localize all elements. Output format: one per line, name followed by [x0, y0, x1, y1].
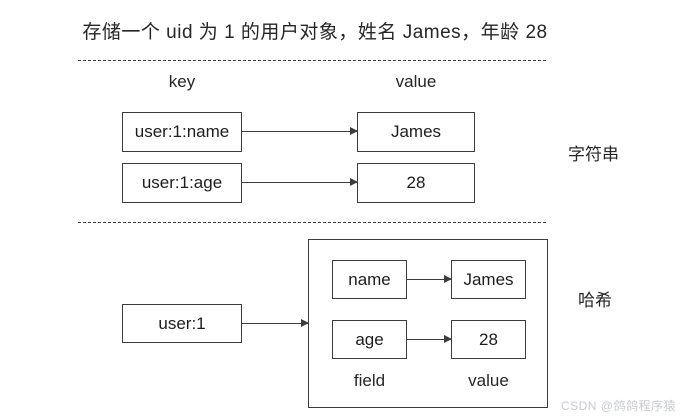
string-value-box-name: James	[357, 112, 475, 152]
section-divider-middle	[78, 222, 546, 223]
string-type-label: 字符串	[568, 145, 619, 164]
string-key-box-name: user:1:name	[122, 112, 242, 152]
arrow-icon	[407, 335, 452, 343]
diagram-title: 存储一个 uid 为 1 的用户对象，姓名 James，年龄 28	[82, 22, 548, 43]
arrowhead-icon	[444, 275, 452, 283]
hash-value-footer: value	[468, 371, 509, 390]
hash-field-box-name: name	[332, 260, 407, 299]
arrow-icon	[242, 178, 358, 186]
arrowhead-icon	[444, 335, 452, 343]
hash-type-label: 哈希	[578, 291, 612, 310]
hash-field-footer: field	[353, 371, 386, 390]
watermark: CSDN @鸽鸽程序猿	[560, 399, 676, 413]
section-divider-top	[78, 60, 546, 61]
hash-value-box-age: 28	[451, 320, 526, 359]
arrow-icon	[407, 275, 452, 283]
arrowhead-icon	[301, 319, 309, 327]
arrow-icon	[242, 127, 358, 135]
string-value-header: value	[395, 72, 437, 91]
arrowhead-icon	[350, 178, 358, 186]
hash-field-box-age: age	[332, 320, 407, 359]
string-key-header: key	[168, 72, 196, 91]
arrowhead-icon	[350, 127, 358, 135]
string-key-box-age: user:1:age	[122, 163, 242, 203]
arrow-icon	[242, 319, 309, 327]
string-value-box-age: 28	[357, 163, 475, 203]
hash-value-box-name: James	[451, 260, 526, 299]
hash-key-box: user:1	[122, 304, 242, 343]
